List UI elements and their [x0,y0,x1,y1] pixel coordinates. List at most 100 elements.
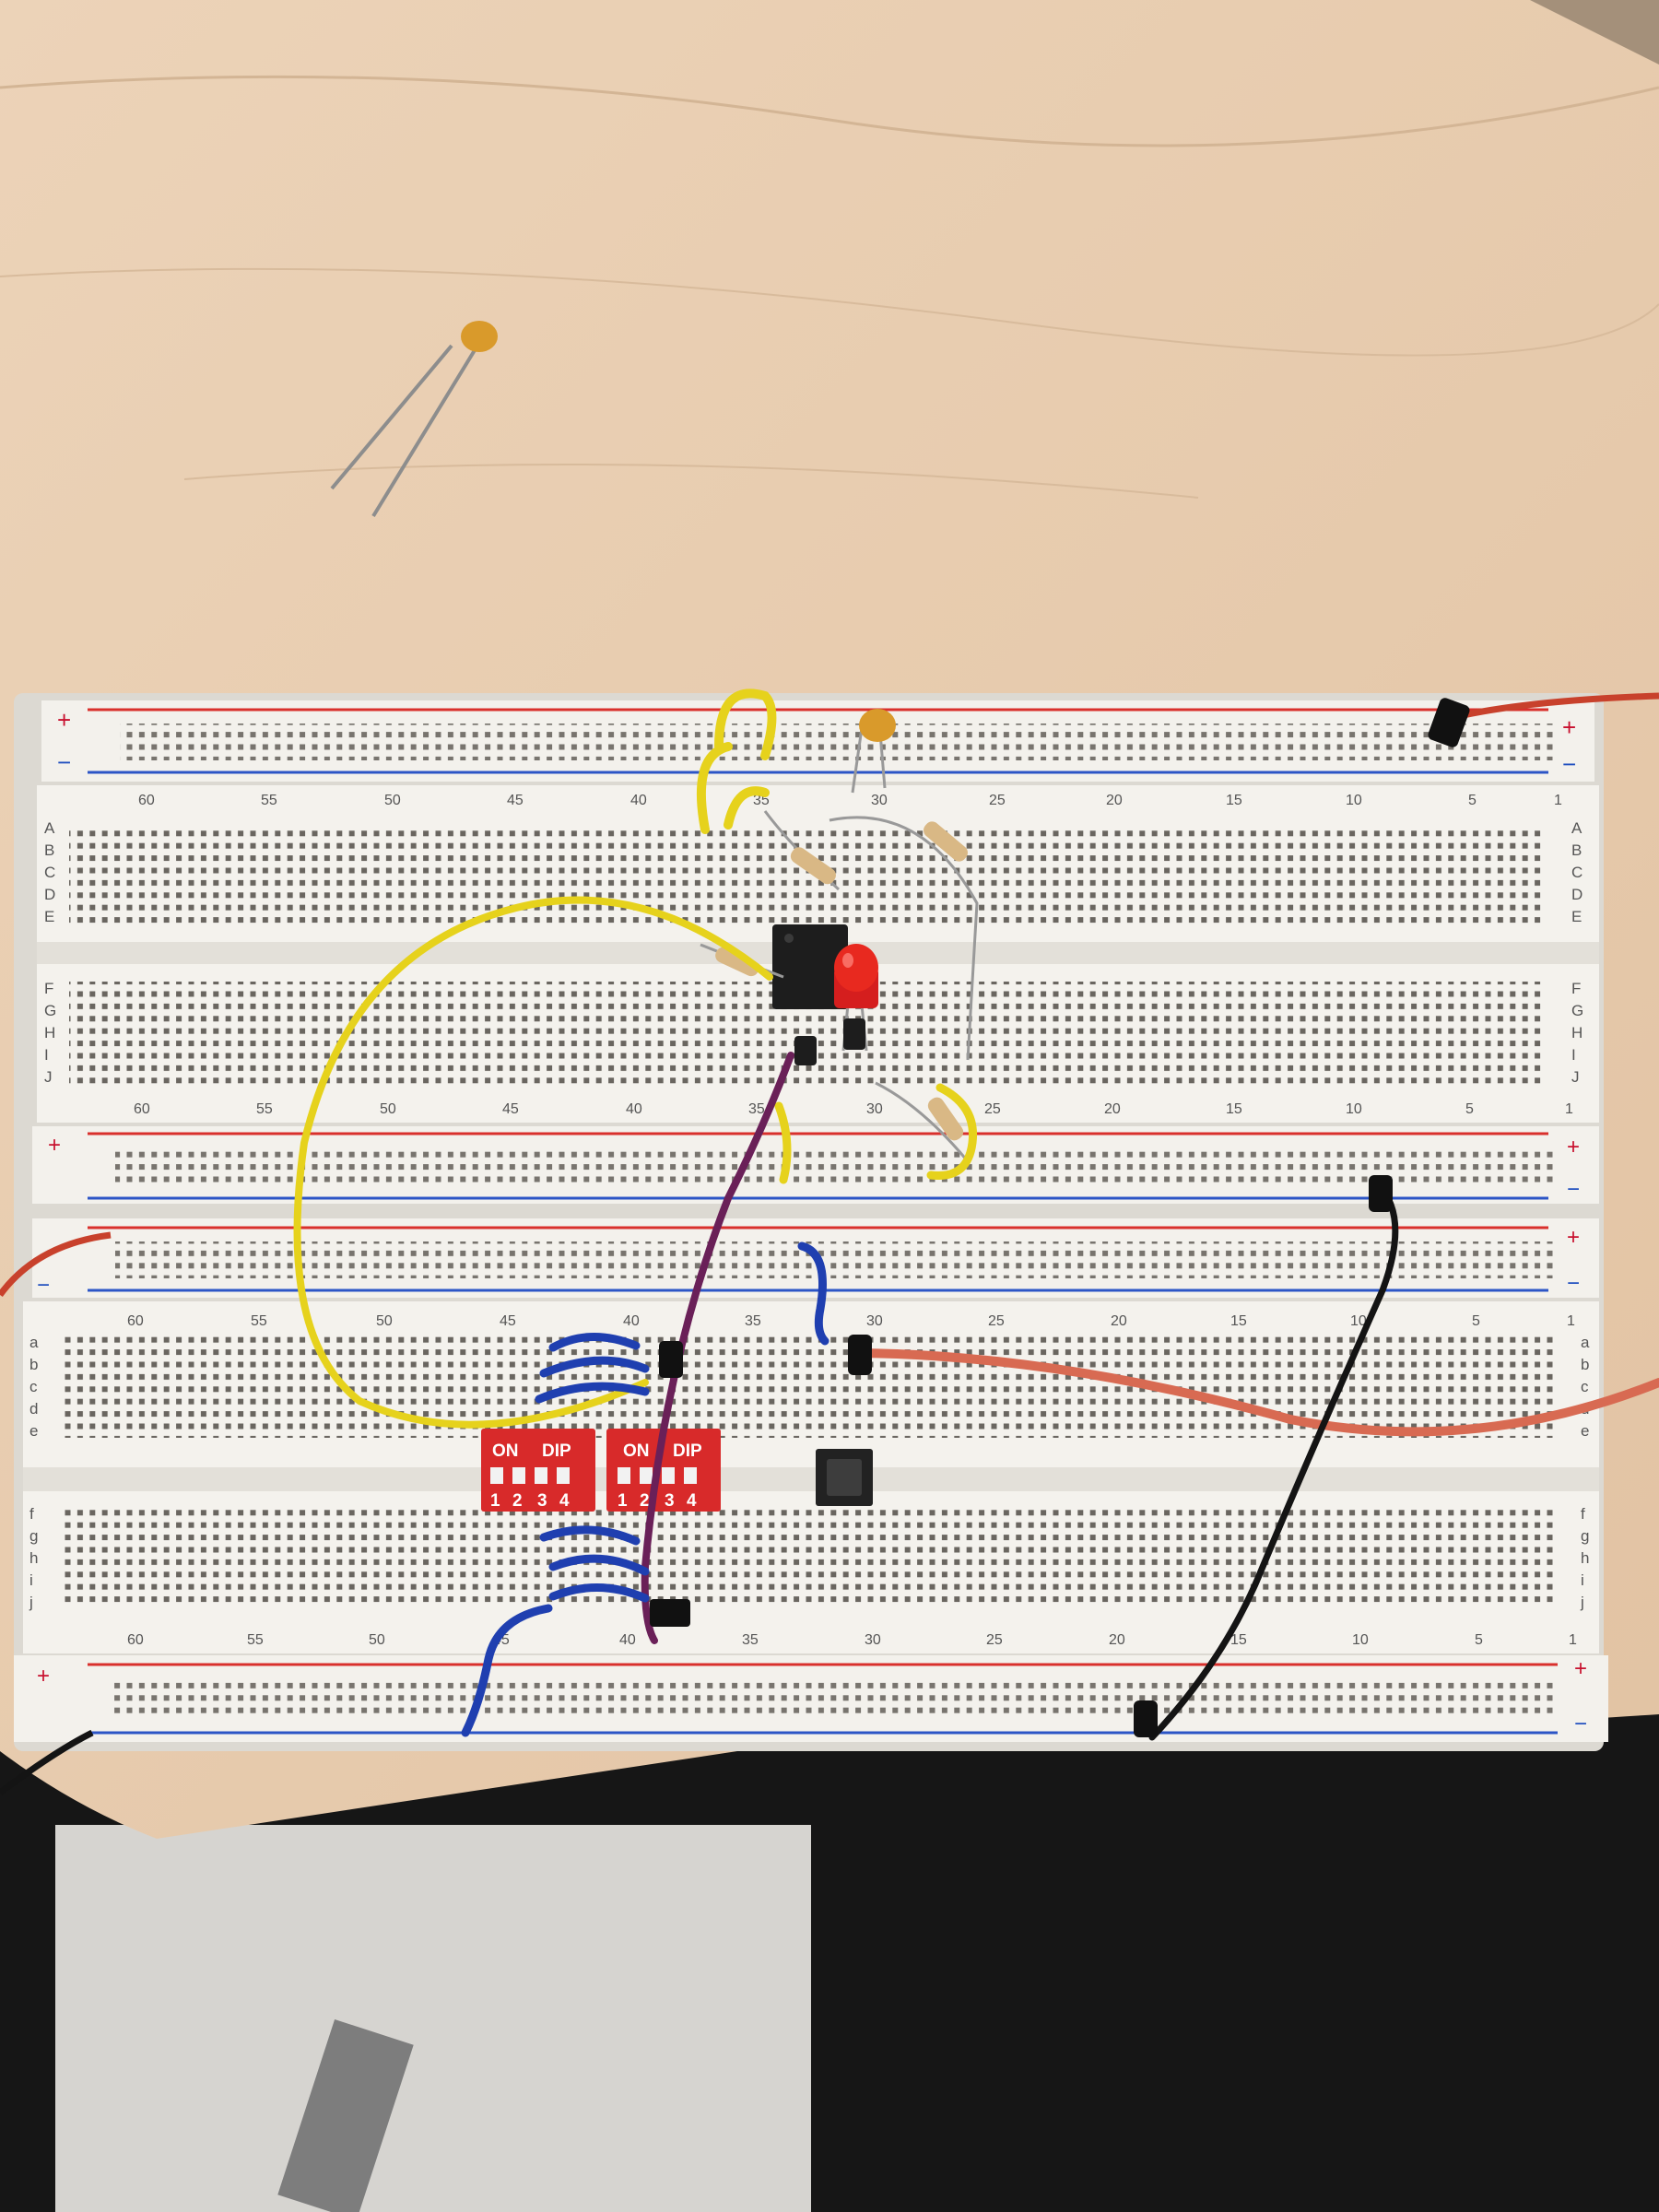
jumper-wire-blue [548,1583,650,1603]
col-num: 30 [871,793,888,808]
row-letter: i [1581,1571,1584,1589]
col-num: 15 [1230,1313,1247,1329]
row-letters-right-fj: F G H I J [1571,980,1583,1086]
resistor [829,816,979,1061]
row-letter: E [44,908,54,925]
col-num: 50 [380,1101,396,1117]
wire-connector [1134,1700,1158,1737]
rail-minus-sign: − [1574,1712,1587,1736]
col-num: 1 [1554,793,1562,808]
rail-minus-sign: − [57,748,71,776]
rail-minus-sign: − [1567,1177,1580,1202]
row-letter: I [1571,1046,1576,1064]
col-num: 20 [1111,1313,1127,1329]
jumper-wire-yellow [774,1101,792,1184]
row-letters-right-lower-fj: f g h i j [1580,1505,1589,1611]
jumper-wire-purple [641,1052,794,1644]
rail-plus-sign: + [48,1133,61,1158]
rail-plus-sign: + [1562,713,1576,741]
table-grain [0,267,1659,357]
row-letter: h [1581,1549,1589,1567]
dip-position: 1 [490,1491,500,1511]
col-num: 15 [1226,793,1242,808]
col-num: 40 [630,793,647,808]
row-letter: g [1581,1527,1589,1545]
col-num: 30 [865,1632,881,1648]
row-letter: D [44,886,55,903]
rail-plus-sign: + [37,1664,50,1688]
dip-position: 4 [559,1491,570,1511]
col-num: 45 [500,1313,516,1329]
ic-notch [784,934,794,943]
wire-connector [1428,698,1470,747]
col-num: 25 [988,1313,1005,1329]
row-letter: J [44,1068,53,1086]
jumper-wire-blue [539,1356,650,1378]
col-num: 25 [989,793,1006,808]
rail-minus-sign: − [37,1273,50,1298]
lower-breadboard: − + − 60 55 50 45 40 35 30 25 20 15 10 5… [14,1218,1608,1742]
col-num: 15 [1226,1101,1242,1117]
chair-leg [277,2018,414,2212]
col-num: 35 [745,1313,761,1329]
col-num: 55 [256,1101,273,1117]
jumper-wire-yellow [724,786,770,830]
row-letter: c [29,1378,38,1395]
row-letter: I [44,1046,49,1064]
center-channel-lower [23,1467,1599,1491]
dip-position: 2 [640,1491,650,1511]
row-letter: G [1571,1002,1583,1019]
col-num: 60 [127,1632,144,1648]
dip-position: 2 [512,1491,523,1511]
row-letter: D [1571,886,1583,903]
dip-position: 3 [665,1491,675,1511]
col-num: 45 [502,1101,519,1117]
row-letter: j [29,1594,33,1611]
jumper-wire-blue [535,1382,650,1404]
col-num: 20 [1109,1632,1125,1648]
row-letter: h [29,1549,38,1567]
power-wire-red [0,1231,112,1298]
rail-plus-sign: + [1574,1656,1587,1681]
dip-brand-label: DIP [542,1441,571,1461]
row-letter: j [1580,1594,1584,1611]
row-letter: F [1571,980,1581,997]
jumper-wire-yellow [714,688,777,760]
row-letters-right-ae: A B C D E [1571,819,1583,925]
rail-minus-sign: − [1562,750,1576,778]
col-num: 5 [1475,1632,1483,1648]
dip-switch: ON DIP 1 2 3 4 [606,1429,721,1512]
row-letter: e [29,1422,38,1440]
row-letter: g [29,1527,38,1545]
wire-connector [848,1335,872,1375]
column-numbers-lower-top: 60 55 50 45 40 35 30 25 20 15 10 5 1 [127,1313,1575,1329]
dip-on-label: ON [492,1441,519,1461]
power-wire-red-long [853,1348,1659,1437]
dip-brand-label: DIP [673,1441,702,1461]
wire-connector [1369,1175,1393,1212]
row-letter: G [44,1002,56,1019]
row-letter: H [44,1024,55,1041]
row-letter: b [1581,1356,1589,1373]
led-red [834,944,878,1052]
col-num: 30 [866,1101,883,1117]
jumper-wire-blue [548,1333,641,1352]
col-num: 55 [247,1632,264,1648]
row-letter: B [44,841,54,859]
rail-plus-sign: + [1567,1135,1580,1159]
col-num: 55 [261,793,277,808]
table-grain [0,75,1659,147]
col-num: 45 [507,793,524,808]
row-letter: d [29,1400,38,1418]
col-num: 25 [986,1632,1003,1648]
col-num: 1 [1567,1313,1575,1329]
col-num: 60 [138,793,155,808]
row-letter: a [29,1334,39,1351]
rail-plus-sign: + [1567,1225,1580,1250]
row-letter: e [1581,1422,1589,1440]
col-num: 60 [127,1313,144,1329]
col-num: 35 [748,1101,765,1117]
jumper-wire-blue [797,1241,830,1346]
resistor [763,810,841,891]
